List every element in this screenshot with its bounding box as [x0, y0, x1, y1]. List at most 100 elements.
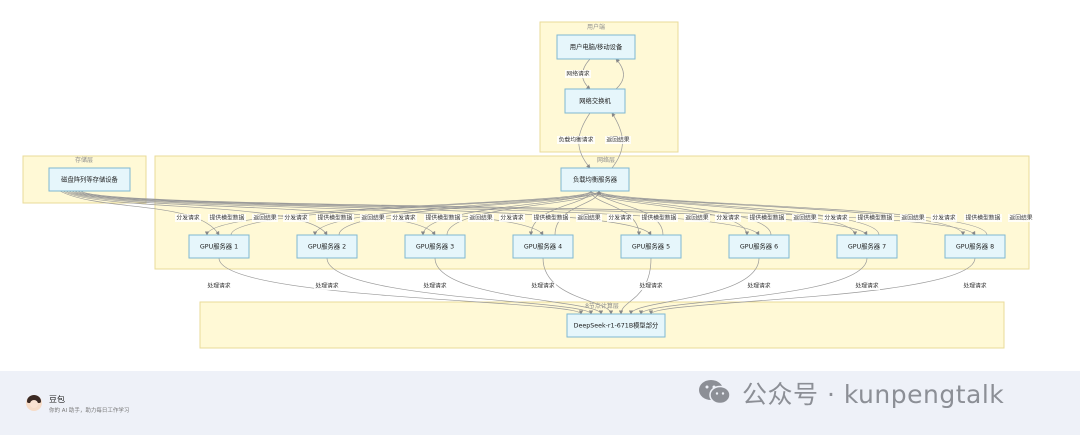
- svg-text:GPU服务器 8: GPU服务器 8: [956, 242, 994, 251]
- svg-text:提供模型数据: 提供模型数据: [318, 214, 353, 222]
- node-gpu-server-6[interactable]: GPU服务器 6: [728, 234, 790, 259]
- label-process-7: 处理请求: [854, 282, 880, 290]
- svg-text:GPU服务器 6: GPU服务器 6: [740, 242, 778, 251]
- label-provide-data-3: 提供模型数据: [424, 214, 462, 222]
- edge-dispatch-8: [590, 190, 966, 236]
- node-storage[interactable]: 磁盘阵列等存储设备: [48, 167, 131, 192]
- label-return-5: 返回结果: [684, 214, 710, 222]
- svg-text:处理请求: 处理请求: [531, 282, 554, 290]
- node-model[interactable]: DeepSeek-r1-671B模型部分: [566, 313, 666, 338]
- watermark-text: 公众号 · kunpengtalk: [742, 380, 1005, 409]
- cluster-storage-label: 存储层: [75, 156, 93, 164]
- node-gpu-server-5[interactable]: GPU服务器 5: [620, 234, 682, 259]
- node-user-device[interactable]: 用户电脑/移动设备: [556, 34, 636, 60]
- label-return-7: 返回结果: [900, 214, 926, 222]
- node-gpu-server-2[interactable]: GPU服务器 2: [296, 234, 358, 259]
- label-process-2: 处理请求: [314, 282, 340, 290]
- wechat-icon: [699, 380, 731, 405]
- edge-process-7: [638, 257, 868, 315]
- svg-text:提供模型数据: 提供模型数据: [858, 214, 893, 222]
- label-dispatch-7: 分发请求: [823, 214, 849, 222]
- svg-text:处理请求: 处理请求: [423, 282, 446, 290]
- edge-provide-data-8: [80, 190, 976, 236]
- gpu-edge-labels: 分发请求提供模型数据返回结果处理请求分发请求提供模型数据返回结果处理请求分发请求…: [175, 214, 1034, 290]
- node-gpu-server-4[interactable]: GPU服务器 4: [512, 234, 574, 259]
- svg-text:DeepSeek-r1-671B模型部分: DeepSeek-r1-671B模型部分: [574, 321, 659, 330]
- label-provide-data-7: 提供模型数据: [856, 214, 894, 222]
- svg-text:处理请求: 处理请求: [207, 282, 230, 290]
- cluster-user-label: 用户端: [587, 23, 605, 31]
- edge-process-8: [648, 257, 976, 315]
- svg-text:返回结果: 返回结果: [606, 136, 629, 144]
- svg-text:分发请求: 分发请求: [392, 214, 415, 222]
- svg-text:分发请求: 分发请求: [284, 214, 307, 222]
- svg-text:GPU服务器 1: GPU服务器 1: [200, 242, 238, 251]
- edge-provide-data-5: [71, 190, 652, 236]
- edge-dispatch-6: [590, 190, 750, 236]
- svg-text:网络交换机: 网络交换机: [579, 96, 611, 105]
- edge-provide-data-1: [59, 190, 220, 236]
- svg-text:返回结果: 返回结果: [685, 214, 708, 222]
- label-return-3: 返回结果: [468, 214, 494, 222]
- svg-text:分发请求: 分发请求: [716, 214, 739, 222]
- svg-text:分发请求: 分发请求: [176, 214, 199, 222]
- label-process-1: 处理请求: [206, 282, 232, 290]
- svg-text:提供模型数据: 提供模型数据: [426, 214, 461, 222]
- svg-text:返回结果: 返回结果: [1009, 214, 1032, 222]
- edge-process-4: [542, 257, 614, 315]
- node-gpu-server-7[interactable]: GPU服务器 7: [836, 234, 898, 259]
- label-net-request: 网络请求: [565, 70, 591, 78]
- svg-text:负载均衡服务器: 负载均衡服务器: [573, 175, 618, 184]
- edge-dispatch-5: [590, 190, 642, 236]
- svg-text:提供模型数据: 提供模型数据: [534, 214, 569, 222]
- svg-text:分发请求: 分发请求: [932, 214, 955, 222]
- label-provide-data-1: 提供模型数据: [208, 214, 246, 222]
- svg-text:用户电脑/移动设备: 用户电脑/移动设备: [570, 42, 623, 51]
- edge-provide-data-6: [74, 190, 760, 236]
- node-gpu-server-3[interactable]: GPU服务器 3: [404, 234, 466, 259]
- label-dispatch-8: 分发请求: [931, 214, 957, 222]
- node-gpu-server-8[interactable]: GPU服务器 8: [944, 234, 1006, 259]
- label-return-4: 返回结果: [576, 214, 602, 222]
- edge-dispatch-7: [590, 190, 858, 236]
- brand-name: 豆包: [49, 395, 65, 404]
- svg-text:负载均衡请求: 负载均衡请求: [559, 136, 594, 144]
- svg-text:GPU服务器 7: GPU服务器 7: [848, 242, 886, 251]
- edge-provide-data-3: [65, 190, 436, 236]
- node-gpu-server-1[interactable]: GPU服务器 1: [188, 234, 250, 259]
- label-dispatch-4: 分发请求: [499, 214, 525, 222]
- svg-text:处理请求: 处理请求: [747, 282, 770, 290]
- svg-text:提供模型数据: 提供模型数据: [642, 214, 677, 222]
- avatar: [26, 395, 42, 411]
- svg-text:处理请求: 处理请求: [315, 282, 338, 290]
- svg-text:处理请求: 处理请求: [639, 282, 662, 290]
- edge-provide-data-2: [62, 190, 328, 236]
- node-switch[interactable]: 网络交换机: [564, 88, 626, 114]
- svg-text:返回结果: 返回结果: [361, 214, 384, 222]
- label-lb-request: 负载均衡请求: [557, 136, 595, 144]
- label-return-1: 返回结果: [252, 214, 278, 222]
- svg-text:返回结果: 返回结果: [793, 214, 816, 222]
- label-provide-data-6: 提供模型数据: [748, 214, 786, 222]
- label-provide-data-2: 提供模型数据: [316, 214, 354, 222]
- svg-text:分发请求: 分发请求: [608, 214, 631, 222]
- svg-text:返回结果: 返回结果: [469, 214, 492, 222]
- gpu-nodes: GPU服务器 1 GPU服务器 2 GPU服务器 3 GPU服务器 4 GPU服务器 5…: [188, 234, 1006, 259]
- edge-return-7: [596, 190, 880, 236]
- node-load-balancer[interactable]: 负载均衡服务器: [560, 167, 630, 192]
- edge-provide-data-7: [77, 190, 868, 236]
- edge-dispatch-4: [528, 190, 592, 236]
- edge-process-1: [218, 257, 584, 315]
- footer-bar: [0, 371, 1080, 435]
- svg-text:网络请求: 网络请求: [566, 70, 589, 78]
- label-dispatch-1: 分发请求: [175, 214, 201, 222]
- label-dispatch-5: 分发请求: [607, 214, 633, 222]
- label-return-2: 返回结果: [360, 214, 386, 222]
- svg-text:分发请求: 分发请求: [824, 214, 847, 222]
- label-dispatch-2: 分发请求: [283, 214, 309, 222]
- svg-text:处理请求: 处理请求: [855, 282, 878, 290]
- brand-tagline: 你的 AI 助手，助力每日工作学习: [49, 408, 130, 414]
- svg-text:磁盘阵列等存储设备: 磁盘阵列等存储设备: [61, 175, 118, 184]
- edge-dispatch-2: [312, 190, 592, 236]
- svg-text:处理请求: 处理请求: [963, 282, 986, 290]
